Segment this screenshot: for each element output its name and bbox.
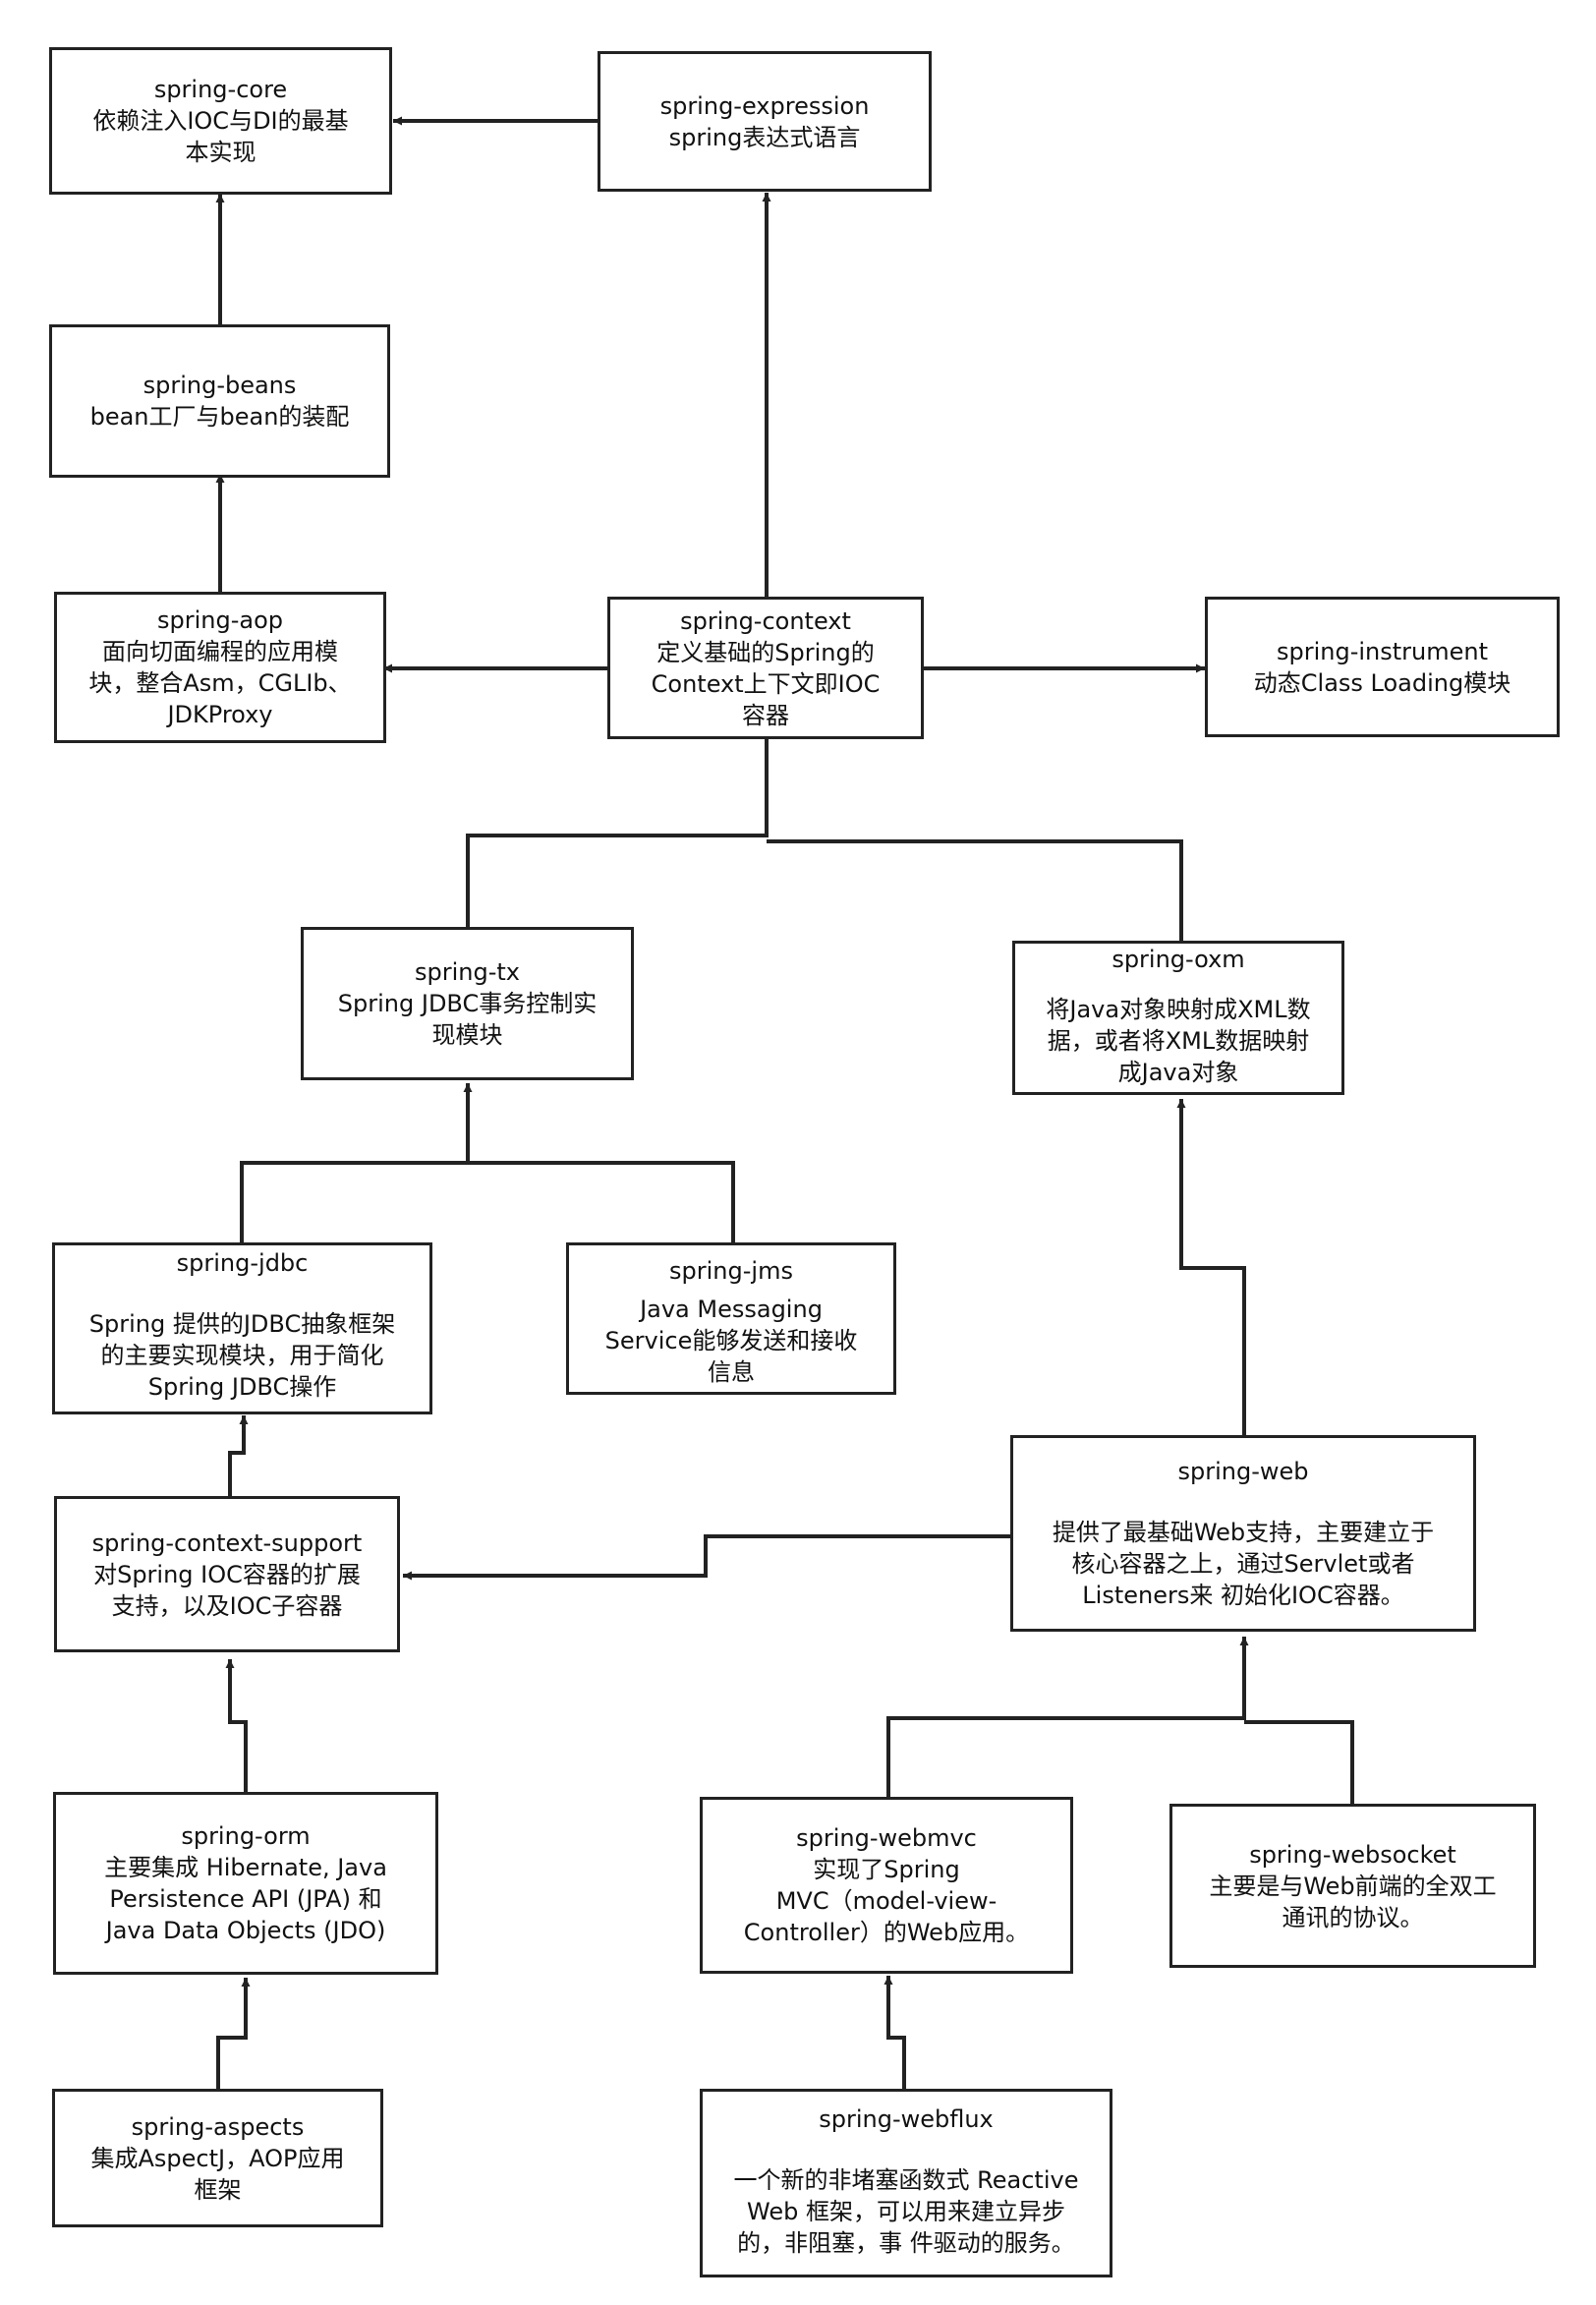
node-line: 提供了最基础Web支持，主要建立于: [1052, 1519, 1435, 1546]
edge-web-to-support: [403, 1534, 1012, 1581]
node-title: spring-core: [153, 76, 288, 103]
node-line: 核心容器之上，通过Servlet或者: [1071, 1550, 1415, 1578]
node-title: spring-expression: [659, 91, 870, 120]
node-line: 信息: [708, 1358, 755, 1386]
edge-webflux-to-webmvc: [884, 1976, 906, 2092]
node-title: spring-tx: [415, 958, 520, 986]
node-line: 将Java对象映射成XML数: [1046, 996, 1311, 1023]
node-spring-expression: spring-expression spring表达式语言: [598, 51, 932, 192]
node-line: Service能够发送和接收: [604, 1327, 858, 1354]
node-line: Web 框架，可以用来建立异步: [747, 2198, 1065, 2225]
node-line: Spring JDBC操作: [147, 1373, 337, 1401]
node-spring-context: spring-context 定义基础的Spring的 Context上下文即I…: [607, 597, 924, 739]
node-line: Listeners来 初始化IOC容器。: [1082, 1582, 1404, 1609]
node-line: Java Data Objects (JDO): [105, 1917, 386, 1944]
node-line: JDKProxy: [167, 701, 273, 728]
node-line: spring表达式语言: [668, 123, 861, 151]
node-line: bean工厂与bean的装配: [89, 403, 350, 431]
node-spring-jms: spring-jms Java Messaging Service能够发送和接收…: [566, 1242, 896, 1395]
node-line: Context上下文即IOC: [651, 669, 881, 698]
node-line: 支持，以及IOC子容器: [111, 1591, 343, 1620]
node-line: 一个新的非堵塞函数式 Reactive: [733, 2166, 1079, 2194]
node-title: spring-jdbc: [176, 1249, 309, 1277]
node-line: 依赖注入IOC与DI的最基: [92, 107, 349, 135]
node-line: Spring 提供的JDBC抽象框架: [88, 1310, 396, 1338]
node-spring-webflux: spring-webflux 一个新的非堵塞函数式 Reactive Web 框…: [700, 2089, 1112, 2277]
node-spring-jdbc: spring-jdbc Spring 提供的JDBC抽象框架 的主要实现模块，用…: [52, 1242, 432, 1414]
node-line: 主要集成 Hibernate, Java: [104, 1854, 387, 1881]
node-spring-webmvc: spring-webmvc 实现了Spring MVC（model-view- …: [700, 1797, 1073, 1974]
node-spring-web: spring-web 提供了最基础Web支持，主要建立于 核心容器之上，通过Se…: [1010, 1435, 1476, 1632]
edge-jms-to-tx: [468, 1161, 735, 1246]
node-title: spring-aspects: [131, 2112, 305, 2141]
node-title: spring-webmvc: [796, 1824, 977, 1852]
node-spring-beans: spring-beans bean工厂与bean的装配: [49, 324, 390, 478]
node-title: spring-aop: [156, 606, 283, 634]
node-line: 定义基础的Spring的: [656, 638, 875, 666]
node-line: 的，非阻塞，事 件驱动的服务。: [737, 2229, 1075, 2257]
node-title: spring-beans: [142, 372, 297, 399]
edge-oxm-to-context: [767, 839, 1183, 944]
node-line: 对Spring IOC容器的扩展: [93, 1560, 361, 1588]
node-spring-orm: spring-orm 主要集成 Hibernate, Java Persiste…: [53, 1792, 438, 1975]
node-line: Persistence API (JPA) 和: [109, 1885, 382, 1913]
node-title: spring-instrument: [1276, 637, 1488, 665]
node-line: 集成AspectJ，AOP应用: [90, 2144, 345, 2172]
edge-webmvc-to-web: [886, 1637, 1249, 1799]
node-line: 成Java对象: [1117, 1059, 1239, 1086]
node-line: Java Messaging: [640, 1296, 823, 1323]
node-spring-context-support: spring-context-support 对Spring IOC容器的扩展 …: [54, 1496, 400, 1652]
node-line: 通讯的协议。: [1282, 1903, 1424, 1931]
node-line: 动态Class Loading模块: [1253, 668, 1511, 697]
edge-web-to-oxm: [1176, 1099, 1246, 1440]
node-spring-aop: spring-aop 面向切面编程的应用模 块，整合Asm，CGLIb、 JDK…: [54, 592, 386, 743]
node-spring-tx: spring-tx Spring JDBC事务控制实 现模块: [301, 927, 634, 1080]
edge-orm-to-support: [225, 1659, 248, 1794]
node-line: Controller）的Web应用。: [743, 1919, 1030, 1946]
edge-websocket-to-web: [1244, 1720, 1354, 1807]
node-line: 框架: [194, 2175, 242, 2204]
node-spring-aspects: spring-aspects 集成AspectJ，AOP应用 框架: [52, 2089, 383, 2227]
edge-support-to-jdbc: [228, 1415, 249, 1501]
node-line: 主要是与Web前端的全双工: [1209, 1872, 1497, 1900]
node-spring-oxm: spring-oxm 将Java对象映射成XML数 据，或者将XML数据映射 成…: [1012, 941, 1344, 1095]
node-spring-websocket: spring-websocket 主要是与Web前端的全双工 通讯的协议。: [1169, 1804, 1536, 1968]
edge-tx-to-context: [466, 729, 771, 930]
node-spring-instrument: spring-instrument 动态Class Loading模块: [1205, 597, 1560, 737]
node-title: spring-webflux: [819, 2105, 994, 2133]
node-title: spring-jms: [669, 1257, 793, 1285]
node-line: 据，或者将XML数据映射: [1047, 1027, 1310, 1055]
node-line: 本实现: [185, 139, 256, 166]
node-line: MVC（model-view-: [775, 1887, 998, 1915]
node-line: 现模块: [431, 1021, 503, 1049]
node-line: 面向切面编程的应用模: [102, 638, 338, 665]
node-line: Spring JDBC事务控制实: [337, 990, 598, 1017]
edge-aspects-to-orm: [216, 1978, 251, 2092]
node-line: 块，整合Asm，CGLIb、: [88, 669, 352, 697]
node-spring-core: spring-core 依赖注入IOC与DI的最基 本实现: [49, 47, 392, 195]
node-title: spring-oxm: [1112, 946, 1245, 973]
node-title: spring-context-support: [91, 1528, 363, 1557]
node-title: spring-web: [1177, 1458, 1309, 1485]
node-line: 的主要实现模块，用于简化: [100, 1342, 384, 1369]
node-title: spring-context: [680, 606, 851, 635]
node-title: spring-websocket: [1249, 1840, 1456, 1869]
node-line: 实现了Spring: [813, 1856, 960, 1883]
edge-jdbc-to-tx: [240, 1083, 473, 1246]
node-line: 容器: [742, 701, 789, 729]
node-title: spring-orm: [181, 1822, 311, 1850]
